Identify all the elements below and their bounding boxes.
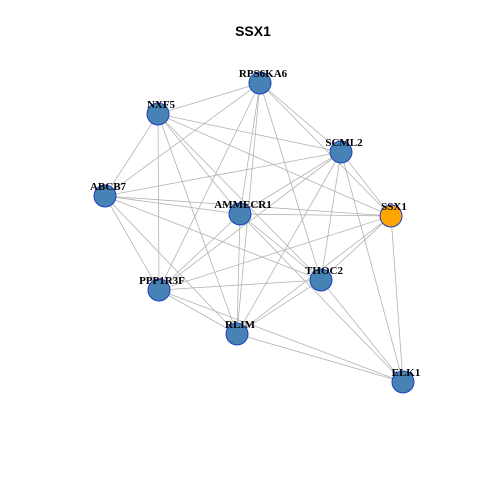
edge-ammecr1-ppp1r3f (158, 213, 241, 291)
node-ammecr1[interactable]: AMMECR1 (214, 199, 272, 226)
edge-scml2-abcb7 (104, 151, 342, 197)
edge-ppp1r3f-elk1 (158, 289, 404, 383)
edge-nxf5-ppp1r3f (157, 113, 160, 291)
edge-ammecr1-rlim (236, 213, 241, 335)
node-circle-rlim[interactable] (225, 322, 249, 346)
node-rps6ka6[interactable]: RPS6KA6 (239, 68, 288, 95)
node-label-scml2: SCML2 (325, 137, 363, 149)
node-ppp1r3f[interactable]: PPP1R3F (139, 275, 185, 302)
edge-rps6ka6-ssx1 (259, 82, 392, 217)
edge-nxf5-ammecr1 (157, 113, 241, 215)
node-ssx1[interactable]: SSX1 (379, 201, 407, 228)
edge-scml2-ammecr1 (239, 151, 342, 215)
edge-scml2-elk1 (340, 151, 404, 383)
edge-rlim-elk1 (236, 333, 404, 383)
node-label-nxf5: NXF5 (147, 99, 176, 111)
edge-scml2-ppp1r3f (158, 151, 342, 291)
edge-ammecr1-ssx1 (239, 213, 392, 217)
edge-ppp1r3f-rlim (158, 289, 238, 335)
node-circle-thoc2[interactable] (309, 268, 333, 292)
node-label-ammecr1: AMMECR1 (214, 199, 271, 211)
edge-ammecr1-thoc2 (239, 213, 322, 281)
edge-nxf5-abcb7 (104, 113, 159, 197)
edge-rps6ka6-ammecr1 (239, 82, 261, 215)
node-circle-ammecr1[interactable] (228, 202, 252, 226)
edge-nxf5-ssx1 (157, 113, 392, 217)
edge-ammecr1-elk1 (239, 213, 404, 383)
edge-rps6ka6-thoc2 (259, 82, 322, 281)
node-circle-scml2[interactable] (329, 140, 353, 164)
node-circle-elk1[interactable] (391, 370, 415, 394)
edge-thoc2-ppp1r3f (158, 279, 322, 291)
edge-thoc2-elk1 (320, 279, 404, 383)
node-circle-rps6ka6[interactable] (248, 71, 272, 95)
edge-ssx1-thoc2 (320, 215, 392, 281)
node-scml2[interactable]: SCML2 (325, 137, 363, 164)
node-thoc2[interactable]: THOC2 (305, 265, 343, 292)
node-label-ssx1: SSX1 (381, 201, 407, 213)
edge-abcb7-ppp1r3f (104, 195, 160, 291)
edge-scml2-thoc2 (320, 151, 342, 281)
edge-rps6ka6-scml2 (259, 82, 342, 153)
edge-nxf5-thoc2 (157, 113, 322, 281)
edge-layer (104, 82, 404, 383)
node-label-abcb7: ABCB7 (90, 181, 127, 193)
node-abcb7[interactable]: ABCB7 (90, 181, 127, 208)
node-rlim[interactable]: RLIM (225, 319, 256, 346)
node-label-rlim: RLIM (225, 319, 256, 331)
node-nxf5[interactable]: NXF5 (146, 99, 176, 126)
edge-abcb7-rlim (104, 195, 238, 335)
edge-abcb7-ammecr1 (104, 195, 241, 215)
edge-nxf5-scml2 (157, 113, 342, 153)
graph-title: SSX1 (235, 23, 271, 39)
edge-scml2-rlim (236, 151, 342, 335)
node-circle-abcb7[interactable] (93, 184, 117, 208)
node-circle-ssx1[interactable] (379, 204, 403, 228)
edge-ssx1-ppp1r3f (158, 215, 392, 291)
edge-rps6ka6-nxf5 (157, 82, 261, 115)
edge-scml2-ssx1 (340, 151, 392, 217)
node-label-elk1: ELK1 (392, 367, 421, 379)
node-label-thoc2: THOC2 (305, 265, 343, 277)
node-label-ppp1r3f: PPP1R3F (139, 275, 185, 287)
node-label-rps6ka6: RPS6KA6 (239, 68, 288, 80)
node-elk1[interactable]: ELK1 (391, 367, 421, 394)
edge-ssx1-elk1 (390, 215, 404, 383)
edge-rps6ka6-ppp1r3f (158, 82, 261, 291)
node-circle-ppp1r3f[interactable] (147, 278, 171, 302)
edge-nxf5-rlim (157, 113, 238, 335)
node-circle-nxf5[interactable] (146, 102, 170, 126)
edge-abcb7-thoc2 (104, 195, 322, 281)
